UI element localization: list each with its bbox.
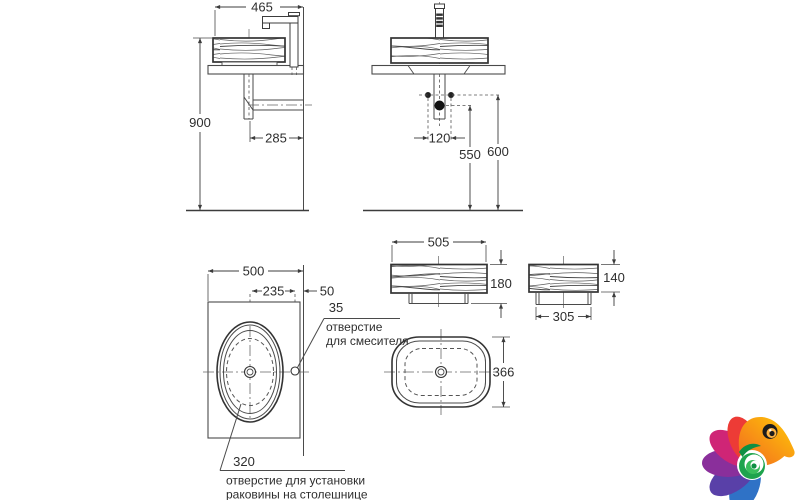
dim-180-label: 180 bbox=[490, 276, 512, 291]
sink-front-view bbox=[390, 37, 489, 64]
dim-35-label: 35 bbox=[329, 300, 343, 315]
basin-top-outer-rim bbox=[391, 336, 491, 408]
chameleon-tail-spiral bbox=[739, 443, 765, 479]
drain-pipe-front-view bbox=[433, 74, 446, 126]
dimension-basin-width: 505 bbox=[391, 235, 487, 262]
dimension-side-height: 900 bbox=[189, 37, 212, 210]
dim-600-label: 600 bbox=[487, 144, 509, 159]
dimension-basin-side-height: 140 bbox=[601, 250, 625, 306]
dimension-faucet-offset: 235 bbox=[252, 284, 295, 299]
cutout-note-line2: раковины на столешнице bbox=[226, 488, 368, 500]
view-side-installation: 465 900 bbox=[186, 0, 312, 212]
basin-plan-outer-rim bbox=[216, 321, 284, 423]
dimension-wall-gap: 50 bbox=[303, 284, 334, 299]
basin-side-base bbox=[535, 292, 592, 305]
basin-front-base bbox=[408, 293, 469, 304]
faucet-side-view bbox=[262, 12, 300, 75]
faucet-spout-tip bbox=[262, 22, 270, 29]
dim-505-label: 505 bbox=[428, 235, 450, 250]
view-basin-top: 366 bbox=[384, 329, 514, 415]
dim-900-label: 900 bbox=[189, 115, 211, 130]
mounting-cutout-note: 320 отверстие для установки раковины на … bbox=[219, 403, 368, 500]
basin-top-bowl-dashed bbox=[404, 348, 478, 396]
dim-285-label: 285 bbox=[265, 131, 287, 146]
supply-connection-right bbox=[448, 92, 454, 98]
brand-logo-chameleon bbox=[702, 416, 795, 500]
faucet-hole bbox=[290, 366, 300, 376]
faucet-hole-note-line1: отверстие bbox=[326, 320, 383, 334]
supply-connection-left bbox=[425, 92, 431, 98]
dim-120-label: 120 bbox=[429, 131, 451, 146]
drain-hole bbox=[243, 365, 257, 379]
basin-plan-bowl bbox=[223, 330, 277, 414]
faucet-hole-note: 35 отверстие для смесителя bbox=[297, 300, 409, 368]
dimension-top-depth: 366 bbox=[492, 336, 515, 408]
dim-50-label: 50 bbox=[320, 284, 334, 299]
tail-crest bbox=[739, 443, 761, 457]
dimension-side-width: 465 bbox=[214, 0, 303, 36]
drain-outlet-point bbox=[434, 100, 445, 111]
basin-front-body bbox=[390, 263, 488, 294]
sink-side-view bbox=[212, 37, 286, 63]
basin-plan-inner-rim bbox=[219, 324, 281, 420]
dim-305-label: 305 bbox=[553, 309, 575, 324]
countertop-cutout-notch bbox=[407, 65, 471, 75]
dimension-basin-depth: 305 bbox=[535, 307, 592, 324]
dim-465-label: 465 bbox=[251, 0, 273, 15]
faucet-handle bbox=[288, 12, 300, 17]
view-front-installation: 120 550 600 bbox=[363, 2, 523, 212]
chameleon-eye bbox=[762, 424, 778, 439]
drain-hole bbox=[434, 365, 448, 379]
view-countertop-plan: 500 235 50 35 отверстие для с bbox=[203, 264, 409, 500]
dimension-hole-spacing: 120 bbox=[414, 131, 465, 146]
faucet-hole-note-line2: для смесителя bbox=[326, 334, 409, 348]
dimension-plan-width: 500 bbox=[207, 264, 303, 301]
view-basin-side: 140 305 bbox=[528, 250, 625, 324]
countertop-side-view bbox=[207, 64, 305, 75]
basin-side-body bbox=[528, 263, 599, 293]
dim-140-label: 140 bbox=[603, 270, 625, 285]
dimension-basin-height: 180 bbox=[471, 250, 512, 318]
drain-hole-inner bbox=[437, 368, 445, 376]
basin-top-inner-rim bbox=[396, 340, 486, 404]
view-basin-front: 505 180 bbox=[390, 235, 512, 318]
faucet-front-view bbox=[434, 3, 445, 39]
cutout-note-line1: отверстие для установки bbox=[226, 474, 365, 488]
dim-500-label: 500 bbox=[243, 264, 265, 279]
dimension-drain-height: 550 bbox=[459, 105, 481, 210]
mounting-cutout-dashed bbox=[226, 338, 274, 406]
dim-550-label: 550 bbox=[459, 147, 481, 162]
dim-366-label: 366 bbox=[493, 365, 515, 380]
dim-320-label: 320 bbox=[233, 454, 255, 469]
drain-hole-inner bbox=[246, 368, 254, 376]
drain-pipe-side-view bbox=[243, 74, 312, 120]
dimension-supply-height: 600 bbox=[487, 95, 509, 210]
faucet-spout-arm bbox=[262, 16, 299, 24]
dim-235-label: 235 bbox=[263, 284, 285, 299]
dimension-drain-offset: 285 bbox=[249, 121, 303, 146]
